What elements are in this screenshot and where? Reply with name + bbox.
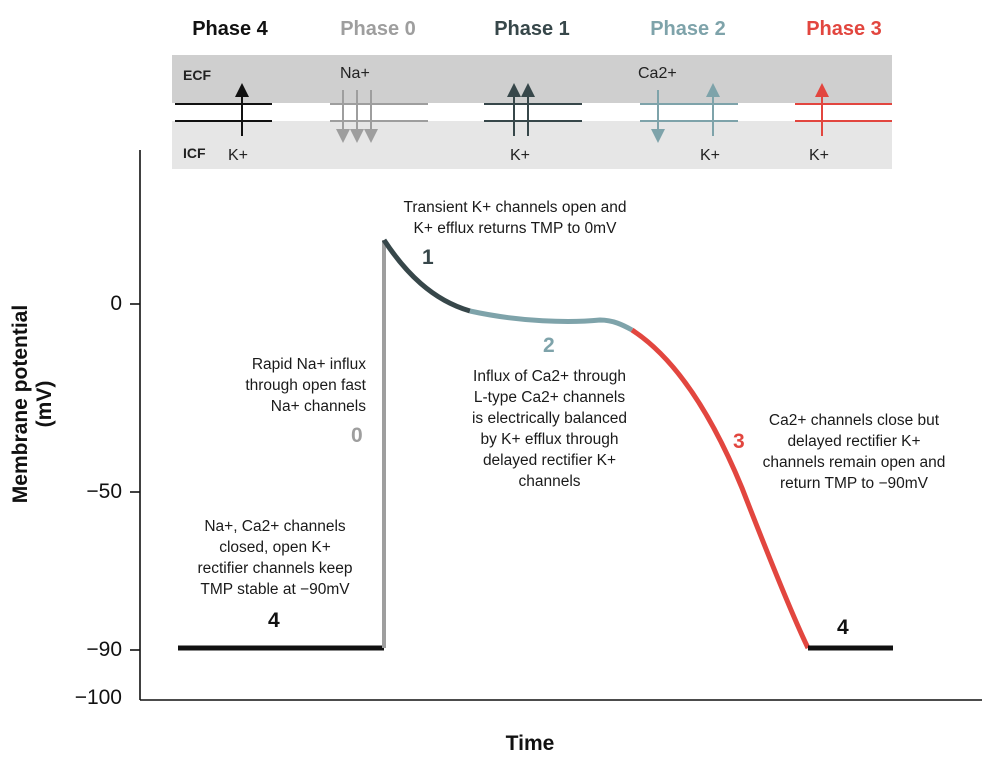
phase0-na-label: Na+: [340, 65, 370, 82]
phase2-k-label: K+: [700, 147, 721, 164]
phase3-annotation: Ca2+ channels close but delayed rectifie…: [748, 410, 960, 494]
annotation-line: delayed rectifier K+: [787, 433, 921, 450]
ecf-label: ECF: [183, 67, 211, 83]
annotation-line: Influx of Ca2+ through: [473, 368, 626, 385]
annotation-line: TMP stable at −90mV: [200, 581, 350, 598]
phase2-plateau: [469, 308, 634, 333]
phase2-number: 2: [543, 334, 555, 357]
annotation-line: L-type Ca2+ channels: [473, 389, 626, 406]
phase4-k-label: K+: [228, 147, 249, 164]
phase1-annotation: Transient K+ channels open and K+ efflux…: [380, 197, 650, 239]
phase1-number: 1: [422, 246, 434, 269]
phase2-ca-label: Ca2+: [638, 65, 677, 82]
phase2-annotation: Influx of Ca2+ through L-type Ca2+ chann…: [442, 366, 657, 492]
phase2-title: Phase 2: [650, 18, 726, 40]
annotation-line: channels: [518, 473, 581, 490]
phase3-title: Phase 3: [806, 18, 882, 40]
y-tick-label-minus90: −90: [86, 638, 122, 661]
phase0-membrane: [330, 90, 428, 143]
phase0-number: 0: [351, 424, 363, 447]
phase4-number-left: 4: [268, 609, 280, 632]
phase2-membrane: [640, 83, 738, 143]
annotation-line: K+ efflux returns TMP to 0mV: [413, 220, 617, 237]
annotation-line: return TMP to −90mV: [779, 475, 929, 492]
x-axis-label: Time: [505, 732, 555, 755]
phase1-repolarization: [381, 238, 471, 314]
phase4-membrane: [175, 83, 272, 136]
phase0-title: Phase 0: [340, 18, 416, 40]
annotation-line: Ca2+ channels close but: [768, 412, 940, 429]
phase4-title: Phase 4: [192, 18, 268, 40]
annotation-line: Na+ channels: [270, 398, 366, 415]
phase3-k-label: K+: [809, 147, 830, 164]
phase3-repolarization: [630, 327, 811, 650]
phase1-membrane: [484, 83, 582, 136]
annotation-line: Transient K+ channels open and: [403, 199, 627, 216]
annotation-line: is electrically balanced: [471, 410, 628, 427]
annotation-line: by K+ efflux through: [480, 431, 619, 448]
annotation-line: rectifier channels keep: [197, 560, 353, 577]
y-tick-label-minus50: −50: [86, 480, 122, 503]
phase1-title: Phase 1: [494, 18, 570, 40]
ecf-band: [172, 55, 892, 103]
membrane-band: [172, 103, 892, 121]
annotation-line: Rapid Na+ influx: [251, 356, 366, 373]
icf-label: ICF: [183, 145, 206, 161]
annotation-line: Na+, Ca2+ channels: [204, 518, 346, 535]
phase3-number: 3: [733, 430, 745, 453]
phase4-number-right: 4: [837, 616, 849, 639]
annotation-line: channels remain open and: [762, 454, 946, 471]
icf-band: [172, 121, 892, 169]
annotation-line: through open fast: [245, 377, 366, 394]
y-tick-label-0: 0: [110, 292, 122, 315]
phase1-k-label: K+: [510, 147, 531, 164]
phase4-annotation: Na+, Ca2+ channels closed, open K+ recti…: [180, 516, 370, 600]
phase0-annotation: Rapid Na+ influx through open fast Na+ c…: [196, 354, 366, 417]
y-axis-label: Membrane potential (mV): [9, 304, 56, 504]
annotation-line: closed, open K+: [219, 539, 331, 556]
y-tick-label-minus100: −100: [74, 686, 122, 709]
annotation-line: delayed rectifier K+: [482, 452, 617, 469]
phase3-membrane: [795, 83, 892, 136]
